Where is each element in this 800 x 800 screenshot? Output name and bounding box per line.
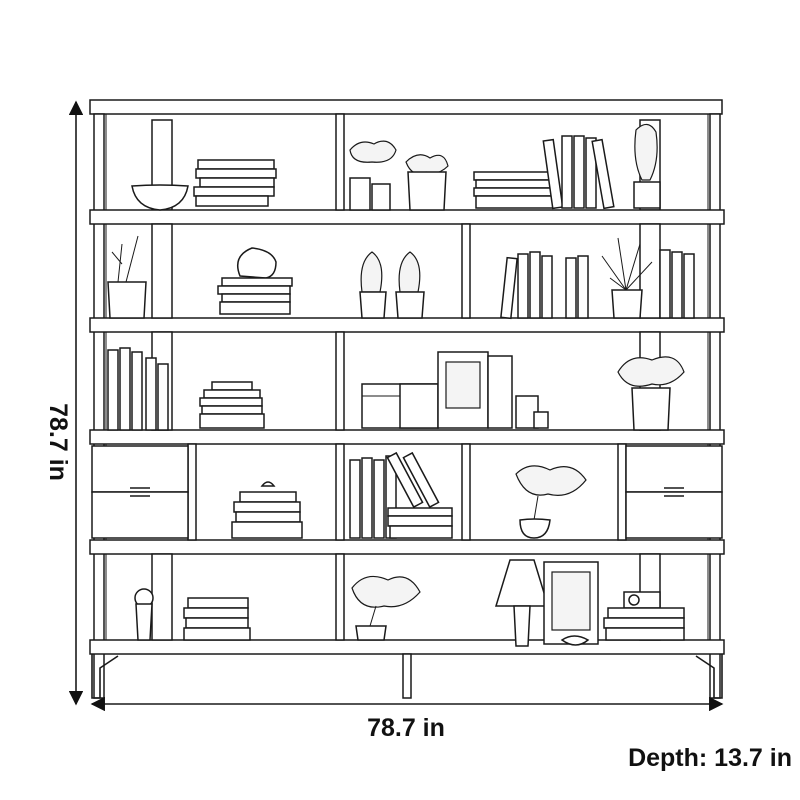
- upright-books-icon: [500, 251, 589, 320]
- width-label: 78.7 in: [367, 714, 445, 742]
- potted-plant-icon: [349, 140, 397, 211]
- left-post: [93, 113, 105, 699]
- picture-frame-icon: [543, 561, 599, 646]
- divider: [335, 331, 345, 431]
- top-board: [89, 99, 723, 115]
- picture-frame-icon: [437, 351, 513, 429]
- bonsai-icon: [351, 575, 421, 641]
- divider: [461, 223, 471, 319]
- shelf-board: [89, 317, 725, 333]
- drawer-left-top: [91, 445, 189, 493]
- potted-plant-icon: [107, 235, 147, 319]
- book-stack-icon: [473, 171, 555, 209]
- storage-box-icon: [361, 383, 439, 429]
- table-lamp-icon: [494, 559, 550, 647]
- bonsai-icon: [515, 465, 587, 539]
- book-stack-icon: [183, 597, 251, 641]
- sculpture-icon: [633, 123, 661, 209]
- divider: [461, 443, 471, 541]
- book-stack-icon: [231, 481, 303, 539]
- drawer-left-bottom: [91, 491, 189, 539]
- upright-books-icon: [659, 249, 695, 319]
- potted-plant-icon: [601, 237, 653, 319]
- height-label: 78.7 in: [44, 403, 72, 481]
- figurine-icon: [134, 588, 154, 641]
- potted-plant-icon: [405, 154, 449, 211]
- divider: [617, 443, 627, 541]
- depth-label: Depth: 13.7 in: [628, 744, 792, 772]
- drawer-right-top: [625, 445, 723, 493]
- divider: [151, 223, 173, 319]
- clock-icon: [515, 395, 549, 429]
- shelf-items: [107, 123, 695, 647]
- leg: [402, 653, 412, 699]
- divider: [187, 443, 197, 541]
- divider: [335, 553, 345, 641]
- camera-icon: [603, 591, 685, 641]
- bottom-board: [89, 639, 725, 655]
- cactus-icon: [395, 251, 425, 319]
- bowl-icon: [131, 184, 189, 211]
- vase-icon: [217, 247, 293, 315]
- cactus-icon: [359, 251, 387, 319]
- right-post: [709, 113, 721, 699]
- upright-books-icon: [349, 451, 453, 539]
- book-stack-icon: [199, 381, 265, 429]
- divider: [335, 443, 345, 541]
- potted-plant-icon: [617, 356, 685, 431]
- shelf-board: [89, 539, 725, 555]
- upright-books-icon: [542, 135, 615, 210]
- upright-books-icon: [107, 347, 169, 431]
- shelf-board: [89, 429, 725, 445]
- divider: [335, 113, 345, 211]
- book-stack-icon: [193, 159, 277, 207]
- divider: [151, 553, 173, 641]
- shelf-board: [89, 209, 725, 225]
- drawer-right-bottom: [625, 491, 723, 539]
